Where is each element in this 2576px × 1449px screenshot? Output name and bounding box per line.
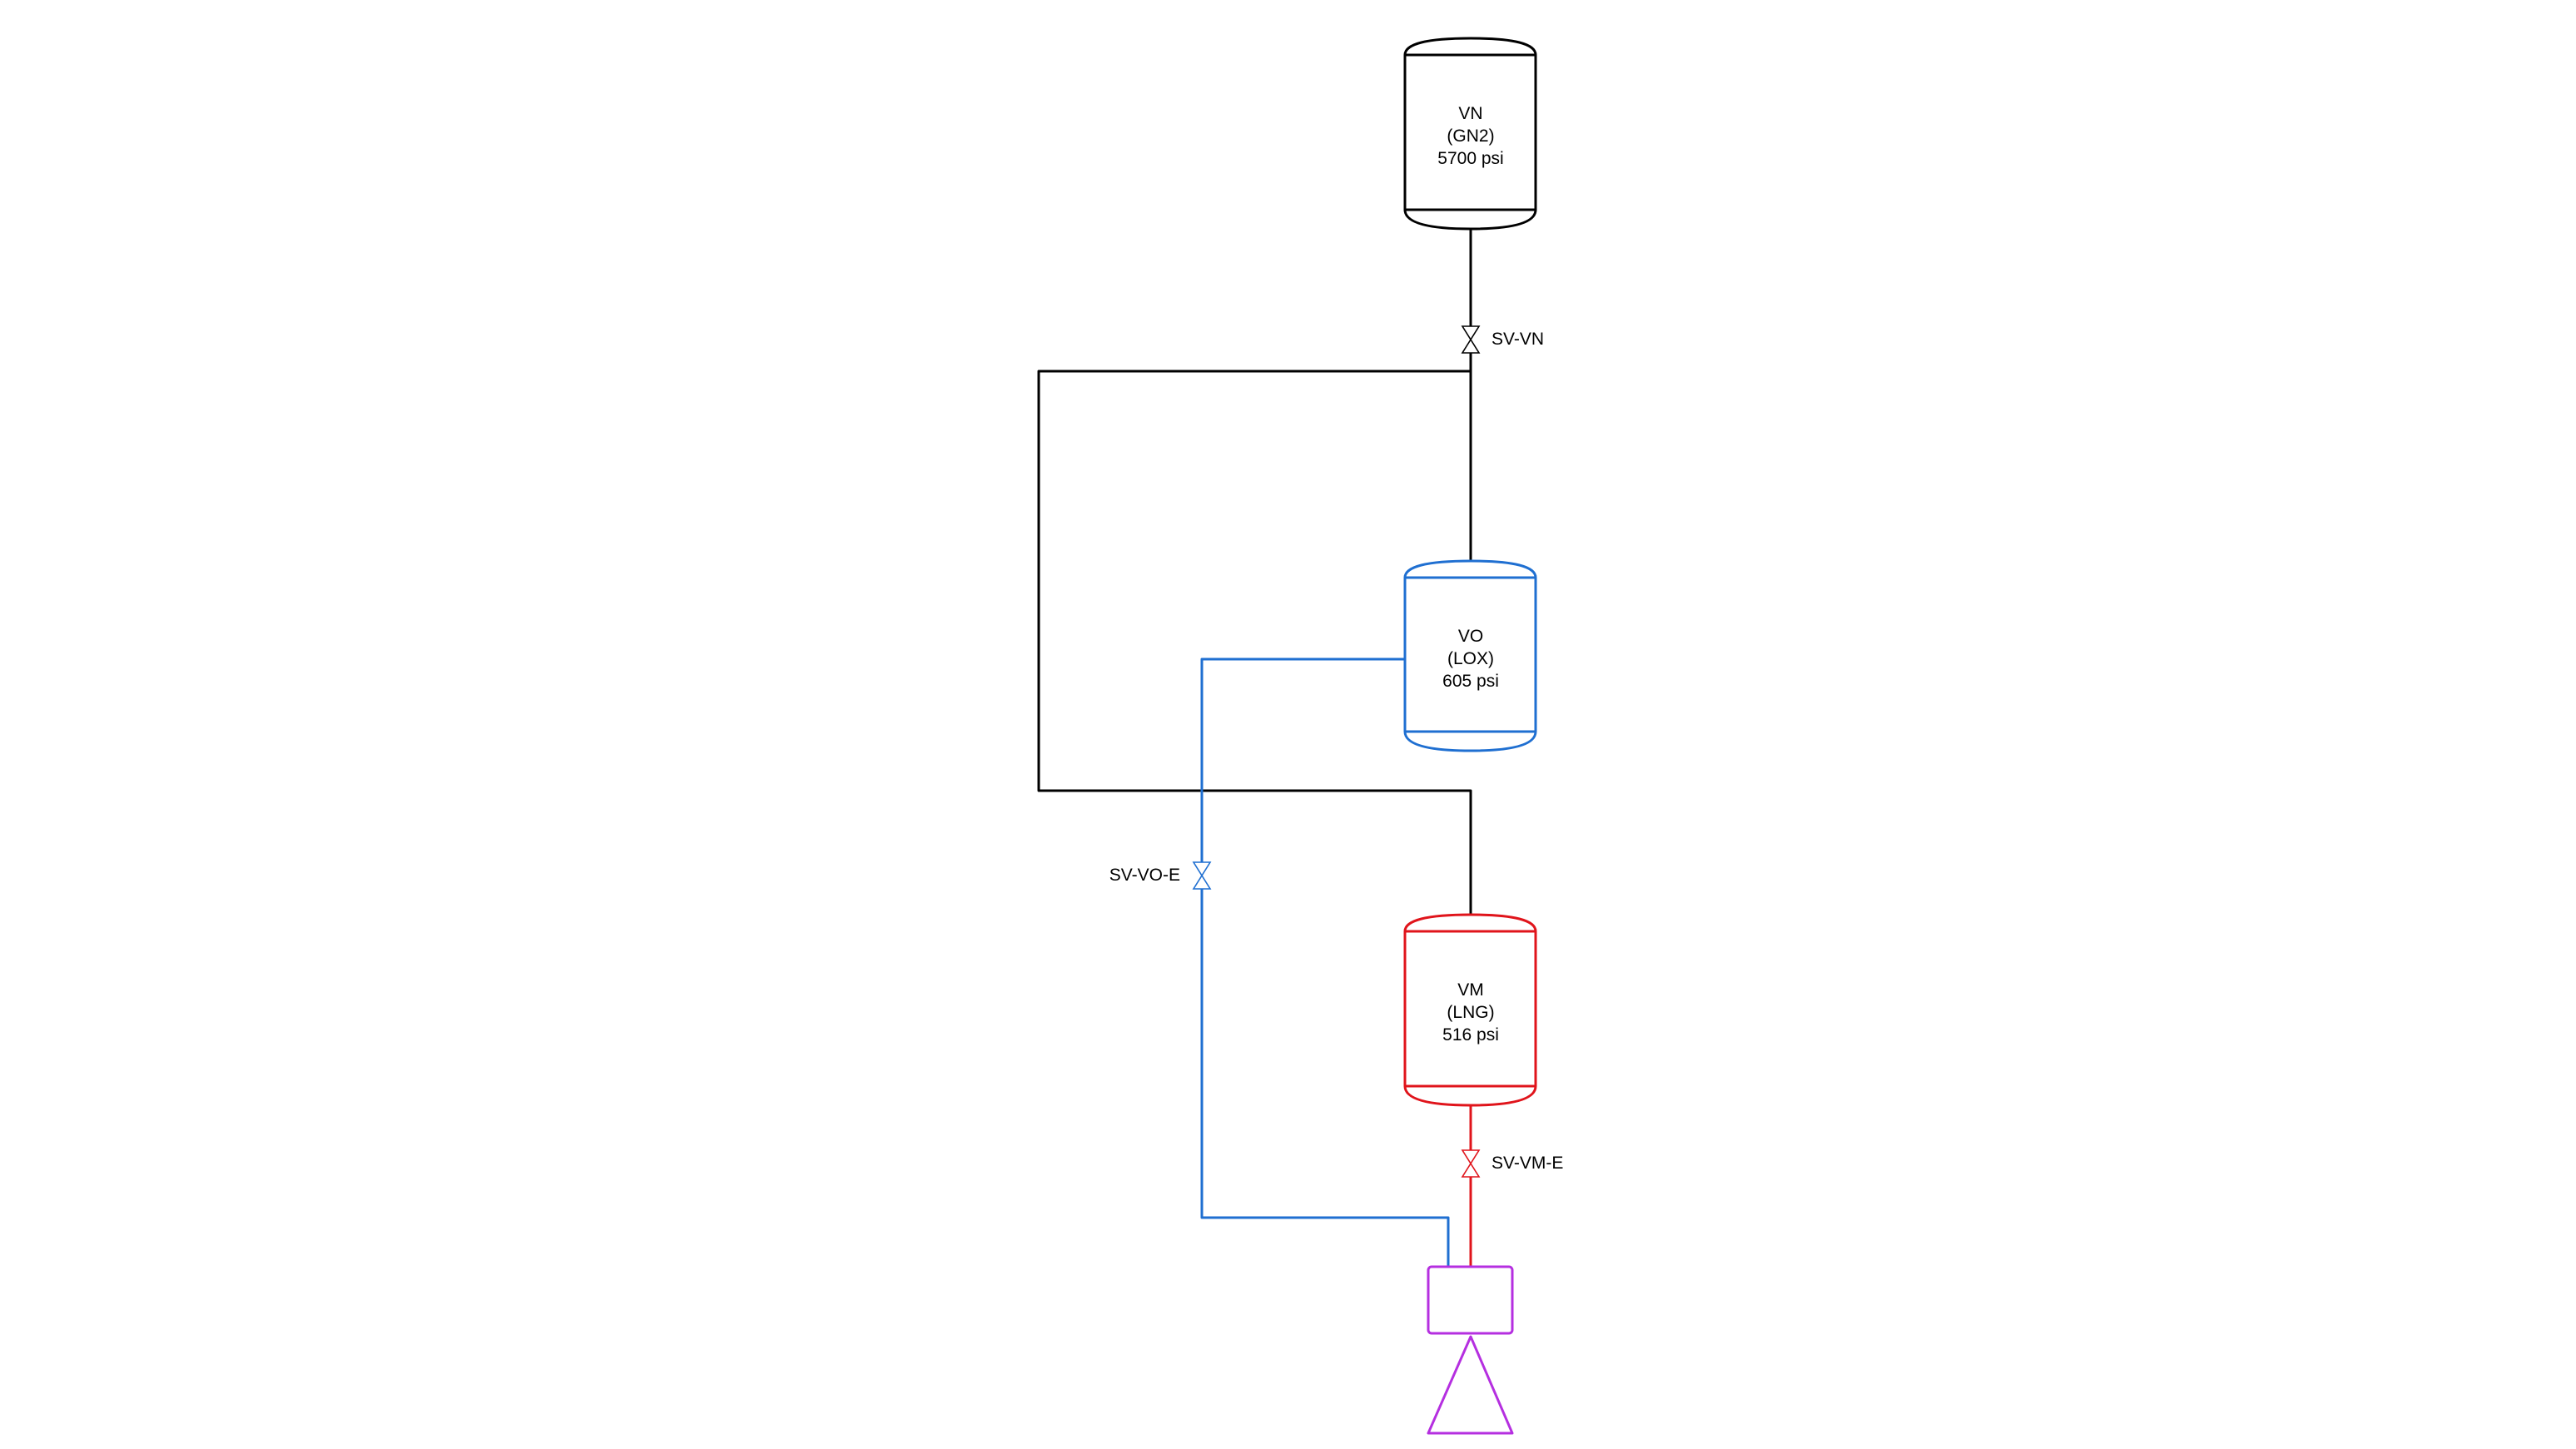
lox-feed-pipe-upper — [1200, 658, 1407, 864]
tank-vm-name: VM — [1457, 980, 1484, 1000]
tank-vm-fluid: (LNG) — [1447, 1003, 1494, 1022]
gn2-pressurant-lines — [1037, 227, 1472, 917]
valve-sv-vm-e[interactable]: SV-VM-E — [1461, 1149, 1563, 1178]
tank-vn-fluid: (GN2) — [1447, 127, 1494, 146]
engine-injector — [1427, 1265, 1514, 1335]
tank-vn[interactable]: VN (GN2) 5700 psi — [1403, 37, 1537, 231]
engine-nozzle — [1427, 1335, 1514, 1435]
valve-sv-vm-e-label: SV-VM-E — [1491, 1154, 1563, 1173]
valve-sv-vo-e[interactable]: SV-VO-E — [1109, 861, 1212, 890]
valve-sv-vm-e-icon — [1461, 1149, 1481, 1165]
rocket-engine-icon[interactable] — [1427, 1265, 1514, 1435]
valve-sv-vn-icon — [1461, 325, 1481, 341]
tank-vo-name: VO — [1458, 627, 1483, 646]
tank-vm[interactable]: VM (LNG) 516 psi — [1403, 913, 1537, 1107]
tank-vn-pressure: 5700 psi — [1437, 149, 1503, 168]
valve-sv-vn-label: SV-VN — [1491, 330, 1544, 349]
lox-feed-pipe-lower — [1200, 887, 1450, 1268]
valve-sv-vo-e-icon — [1192, 861, 1212, 877]
tank-vo[interactable]: VO (LOX) 605 psi — [1403, 559, 1537, 752]
valve-sv-vn[interactable]: SV-VN — [1461, 325, 1544, 354]
tank-vo-fluid: (LOX) — [1447, 649, 1494, 668]
valve-sv-vo-e-label: SV-VO-E — [1109, 866, 1180, 885]
tank-vm-pressure: 516 psi — [1442, 1025, 1499, 1045]
tank-vo-pressure: 605 psi — [1442, 672, 1499, 691]
vm-pressurant-pipe — [1037, 370, 1472, 917]
tank-vn-name: VN — [1458, 104, 1482, 123]
